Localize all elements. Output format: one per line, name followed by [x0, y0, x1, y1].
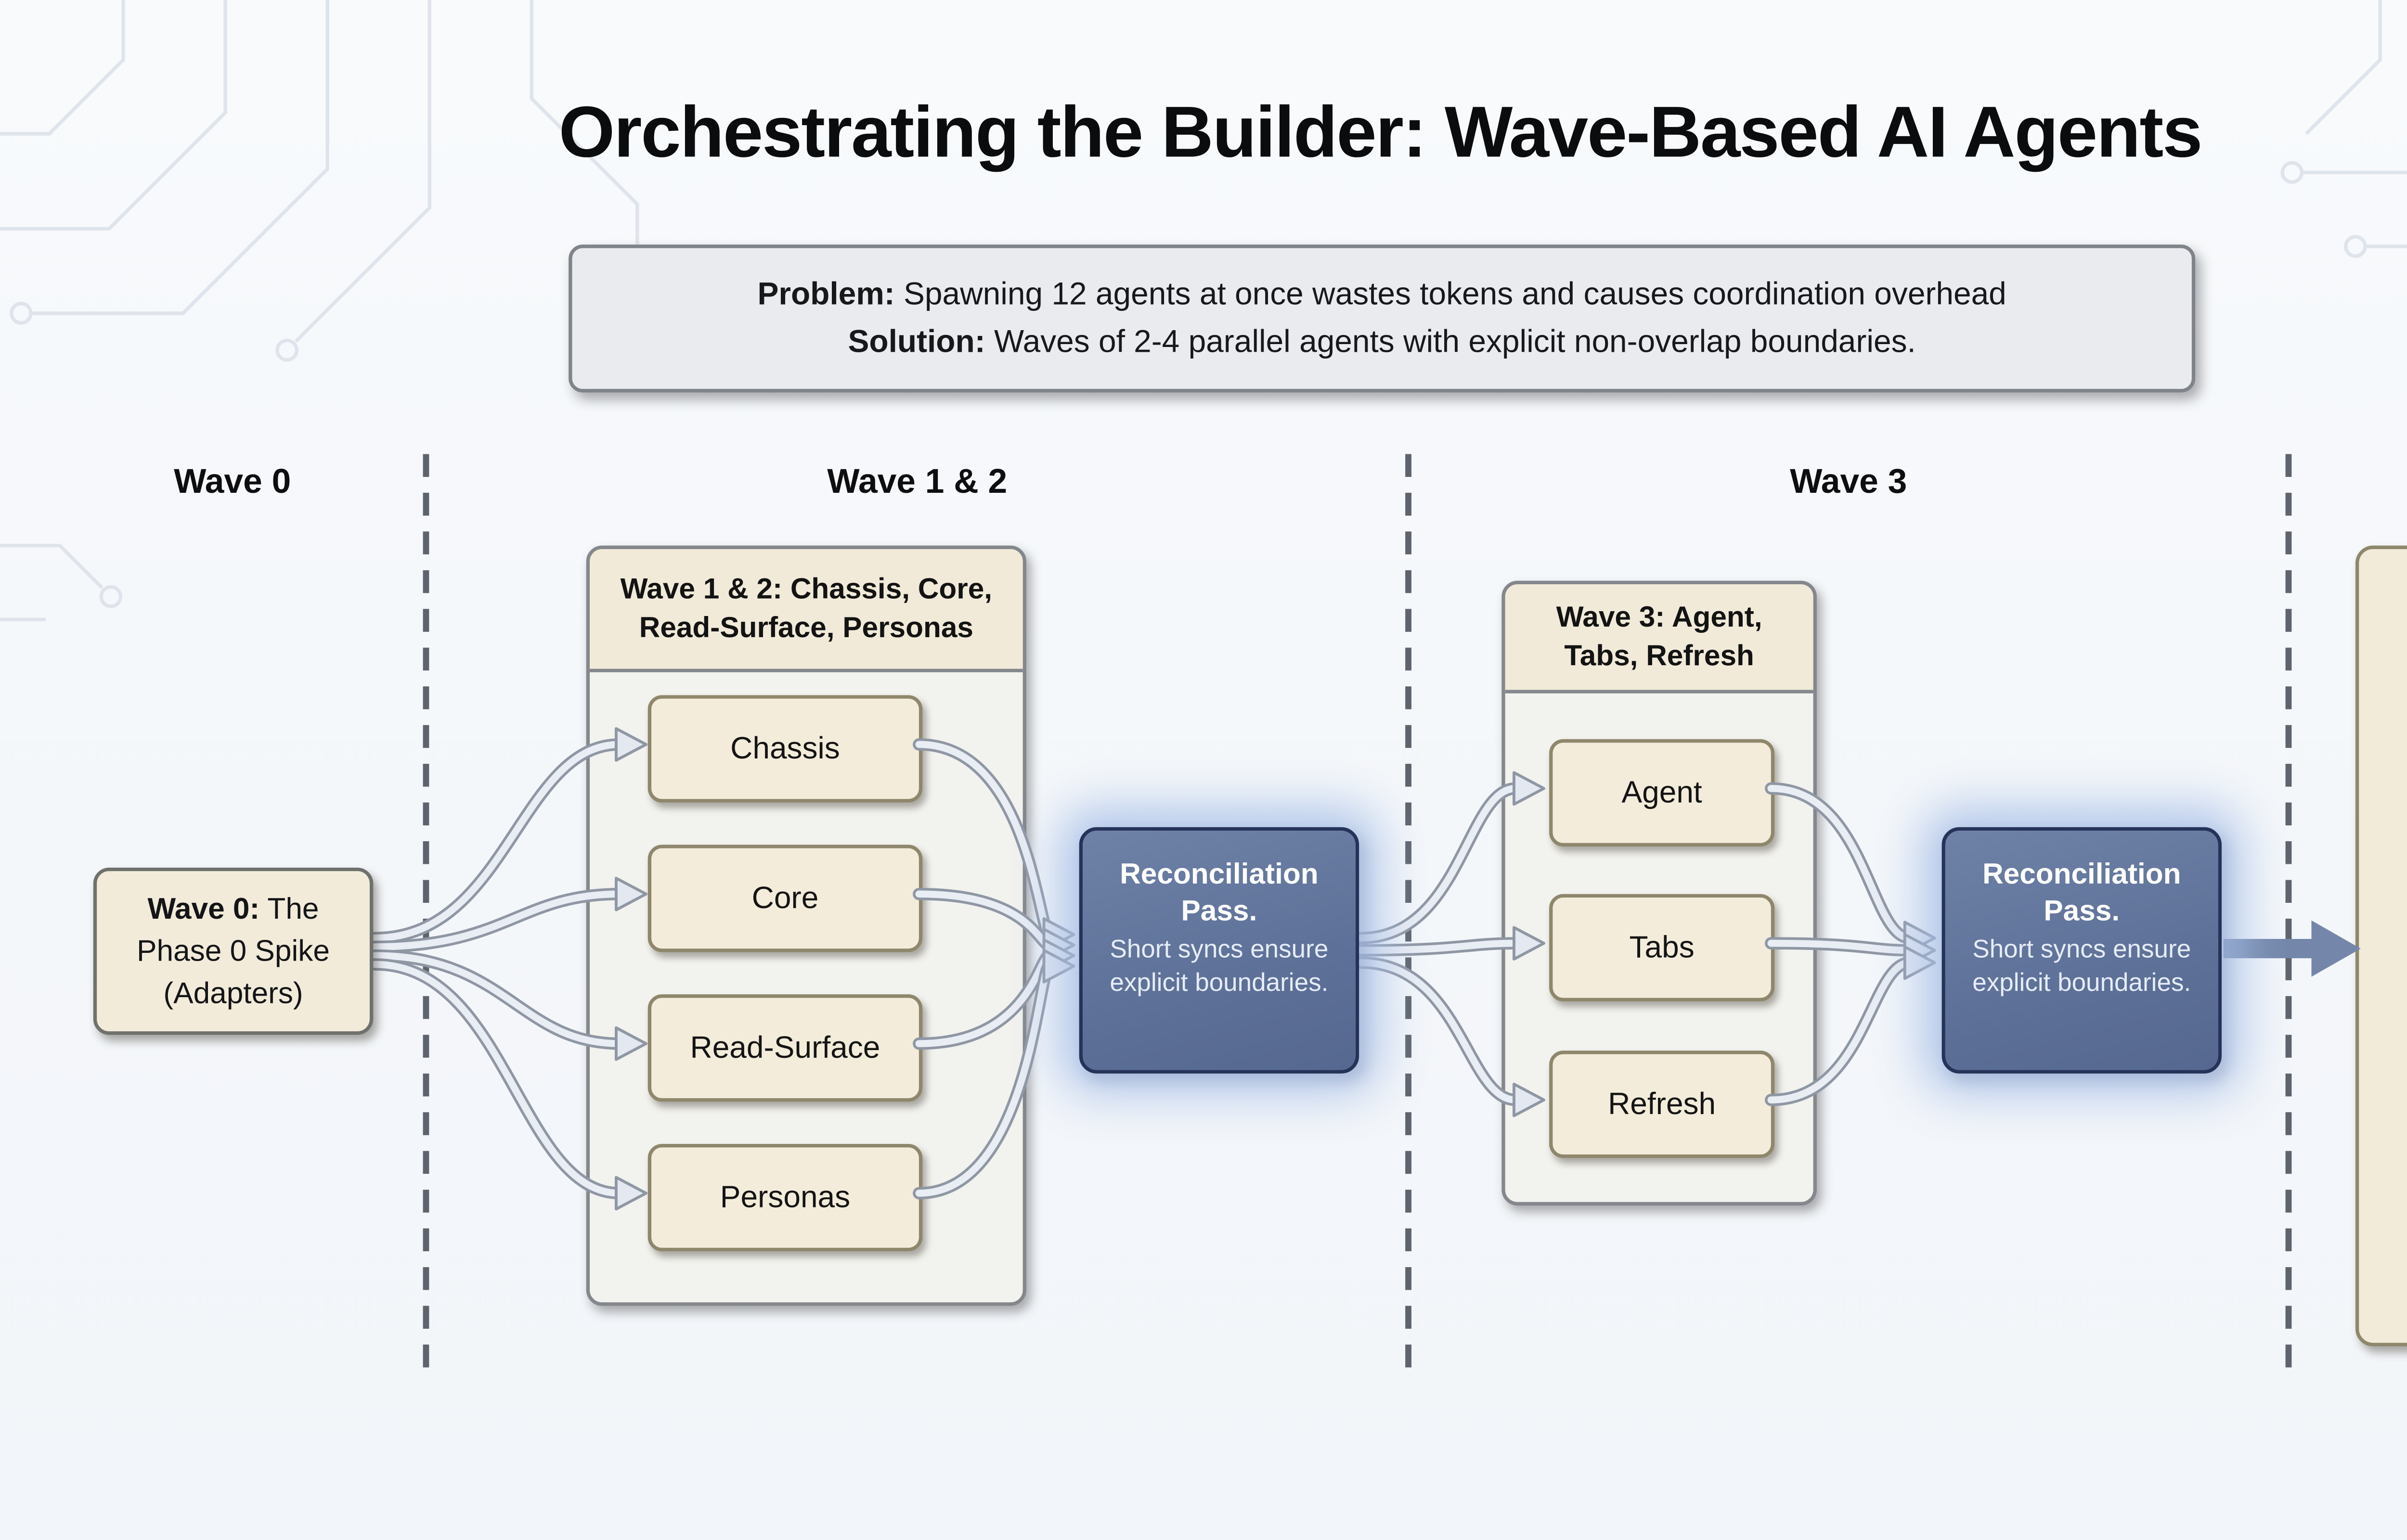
node-personas: Personas — [647, 1143, 923, 1252]
reconciliation1-subtitle: Short syncs ensure explicit boundaries. — [1110, 936, 1329, 998]
node-agent: Agent — [1549, 739, 1775, 847]
arrow-reconciliation2-to-wave45 — [2223, 920, 2361, 977]
lane-header-wave3: Wave 3 — [1790, 462, 1907, 502]
node-read-surface: Read-Surface — [647, 994, 923, 1102]
node-core: Core — [647, 845, 923, 952]
wave45-box: Wave 4 & 5: ✔Tests✔ (497 backend, 132 fr… — [2355, 545, 2407, 1347]
wave0-text: The Phase 0 Spike (Adapters) — [137, 891, 330, 1010]
reconciliation2-title: Reconciliation Pass. — [1982, 859, 2181, 928]
arrow-wave0-to-wave12 — [369, 727, 648, 1211]
lane-header-wave12: Wave 1 & 2 — [827, 462, 1008, 502]
reconciliation-pass-1: Reconciliation Pass. Short syncs ensure … — [1079, 827, 1359, 1074]
circuit-left-mid-icon — [0, 543, 123, 621]
circuit-top-right-icon — [2280, 0, 2407, 258]
solution-line: Solution: Waves of 2-4 parallel agents w… — [572, 319, 2191, 366]
arrow-reconciliation1-to-wave3 — [1354, 771, 1546, 1117]
reconciliation-pass-2: Reconciliation Pass. Short syncs ensure … — [1941, 827, 2222, 1074]
wave3-panel-header: Wave 3: Agent, Tabs, Refresh — [1505, 584, 1813, 693]
wave0-bold: Wave 0: — [147, 891, 260, 925]
problem-solution-box: Problem: Spawning 12 agents at once wast… — [569, 244, 2196, 393]
solution-label: Solution: — [848, 323, 985, 359]
lane-header-wave0: Wave 0 — [174, 462, 291, 502]
circuit-top-left-icon — [0, 0, 649, 362]
wave0-box: Wave 0: The Phase 0 Spike (Adapters) — [93, 867, 374, 1035]
arrow-wave3-to-reconciliation2 — [1765, 782, 1936, 1106]
wave12-panel-header: Wave 1 & 2: Chassis, Core, Read-Surface,… — [590, 549, 1023, 672]
reconciliation2-subtitle: Short syncs ensure explicit boundaries. — [1972, 936, 2191, 998]
node-tabs: Tabs — [1549, 894, 1775, 1001]
problem-line: Problem: Spawning 12 agents at once wast… — [572, 271, 2191, 319]
arrow-wave12-to-reconciliation1 — [913, 738, 1075, 1200]
solution-text: Waves of 2-4 parallel agents with explic… — [985, 323, 1916, 359]
problem-text: Spawning 12 agents at once wastes tokens… — [894, 276, 2006, 312]
wave0-label: Wave 0: The Phase 0 Spike (Adapters) — [113, 888, 354, 1014]
problem-label: Problem: — [757, 276, 895, 312]
reconciliation1-title: Reconciliation Pass. — [1120, 859, 1319, 928]
node-chassis: Chassis — [647, 695, 923, 803]
page-title: Orchestrating the Builder: Wave-Based AI… — [558, 91, 2203, 173]
